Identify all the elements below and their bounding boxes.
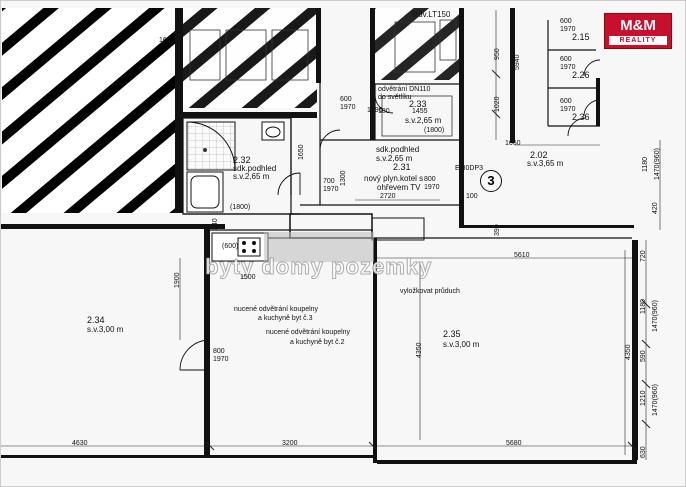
apartment-marker: 3	[480, 170, 502, 192]
dim: 600	[560, 18, 572, 25]
dim: 600	[560, 98, 572, 105]
stov-note: štův.LT150	[412, 10, 451, 19]
dim: 1455	[412, 108, 428, 115]
dim: 1970	[560, 26, 576, 33]
logo-subtext: REALITY	[609, 36, 667, 45]
ei-label: EI30DP3	[455, 165, 484, 172]
dimension-lines	[0, 10, 661, 460]
dim: 1300	[340, 170, 347, 186]
dim: 420	[652, 202, 659, 214]
room-226-number: 2.26	[572, 70, 590, 80]
dim: 600	[340, 96, 352, 103]
dim: 590	[640, 350, 647, 362]
room-231-number: 2.31	[393, 162, 411, 172]
dim: 1660	[505, 140, 521, 147]
dim: 4350	[625, 344, 632, 360]
dim: 800	[213, 348, 225, 355]
dim: 1180	[640, 298, 647, 314]
dim: 3200	[282, 440, 298, 447]
dim: 630	[640, 446, 647, 458]
dim: 950	[494, 48, 501, 60]
dim: (600)	[222, 243, 239, 250]
room-233-height: s.v.2,65 m	[405, 116, 442, 125]
hatched-area-left	[2, 8, 177, 213]
dim: 180	[378, 108, 390, 115]
dim: 4630	[72, 440, 88, 447]
dim: 390	[494, 224, 501, 236]
note-byt2-2: a kuchyně byt č.2	[290, 339, 345, 346]
dim: 1090	[367, 107, 383, 114]
room-231-height: s.v.2,65 m	[376, 154, 413, 163]
vent-note-2: do světlíku	[378, 94, 412, 101]
dim: (1800)	[230, 204, 251, 211]
room-232-height: s.v.2,65 m	[233, 172, 270, 181]
dim: 4350	[416, 342, 423, 358]
dim: 5680	[506, 440, 522, 447]
room-234-number: 2.34	[87, 315, 105, 325]
vent-note-1: odvětrání DN110	[378, 86, 431, 93]
watermark: byty domy pozemky	[204, 254, 433, 280]
boiler-note-2: ohřevem TV	[377, 183, 421, 192]
note-byt2-1: nucené odvětrání koupelny	[266, 329, 351, 336]
dim: 1970	[213, 356, 229, 363]
dim: 720	[640, 250, 647, 262]
top-fixtures	[189, 19, 457, 137]
room-235-number: 2.35	[443, 329, 461, 339]
room-235-height: s.v.3,00 m	[443, 340, 480, 349]
dim: 5610	[514, 252, 530, 259]
dim: 800	[424, 176, 436, 183]
note-vylozkovat: vyložkovat průduch	[400, 288, 460, 295]
mm-reality-logo: M&M REALITY	[604, 13, 672, 49]
dim: 5940	[514, 54, 521, 70]
dim: 1970	[560, 64, 576, 71]
dim: 1970	[323, 186, 339, 193]
note-byt3-1: nucené odvětrání koupelny	[234, 306, 319, 313]
boiler-note-1: nový plyn.kotel s	[364, 174, 424, 183]
room-231-ceiling: sdk.podhled	[376, 145, 420, 154]
dim: 1210	[640, 390, 647, 406]
dim: 1470(960)	[652, 300, 659, 332]
dim: 1970	[560, 106, 576, 113]
dim: 1500	[240, 274, 256, 281]
dim: 100	[466, 193, 478, 200]
room-234-height: s.v.3,00 m	[87, 325, 124, 334]
dim: 1650	[298, 144, 305, 160]
room-202-number: 2.02	[530, 150, 548, 160]
dim: 2720	[380, 193, 396, 200]
dim: (1800)	[424, 127, 445, 134]
dim: 340	[212, 218, 219, 230]
dim: 1900	[174, 272, 181, 288]
note-byt3-2: a kuchyně byt č.3	[258, 315, 313, 322]
dim: 1180	[642, 156, 649, 172]
dimension-ticks	[205, 69, 651, 451]
dim: 1020	[494, 96, 501, 112]
room-202-height: s.v.3,65 m	[527, 159, 564, 168]
logo-text: M&M	[620, 17, 656, 34]
bathtub	[186, 171, 224, 213]
dim: 1470(960)	[654, 148, 661, 180]
dim: 600	[560, 56, 572, 63]
shower	[186, 121, 236, 171]
room-232-number: 2.32	[233, 155, 251, 165]
dim: 1970	[424, 184, 440, 191]
dim: 1470(960)	[652, 384, 659, 416]
room-232-ceiling: sdk.podhled	[233, 164, 277, 173]
room-233-number: 2.33	[409, 99, 427, 109]
dim: 1970	[340, 104, 356, 111]
hatched-area-top	[182, 8, 317, 108]
room-215-number: 2.15	[572, 32, 590, 42]
room-236-number: 2.36	[572, 112, 590, 122]
doors	[179, 59, 601, 371]
dim: 160	[159, 37, 171, 44]
grey-vent-box	[264, 232, 374, 262]
dim: 700	[323, 178, 335, 185]
